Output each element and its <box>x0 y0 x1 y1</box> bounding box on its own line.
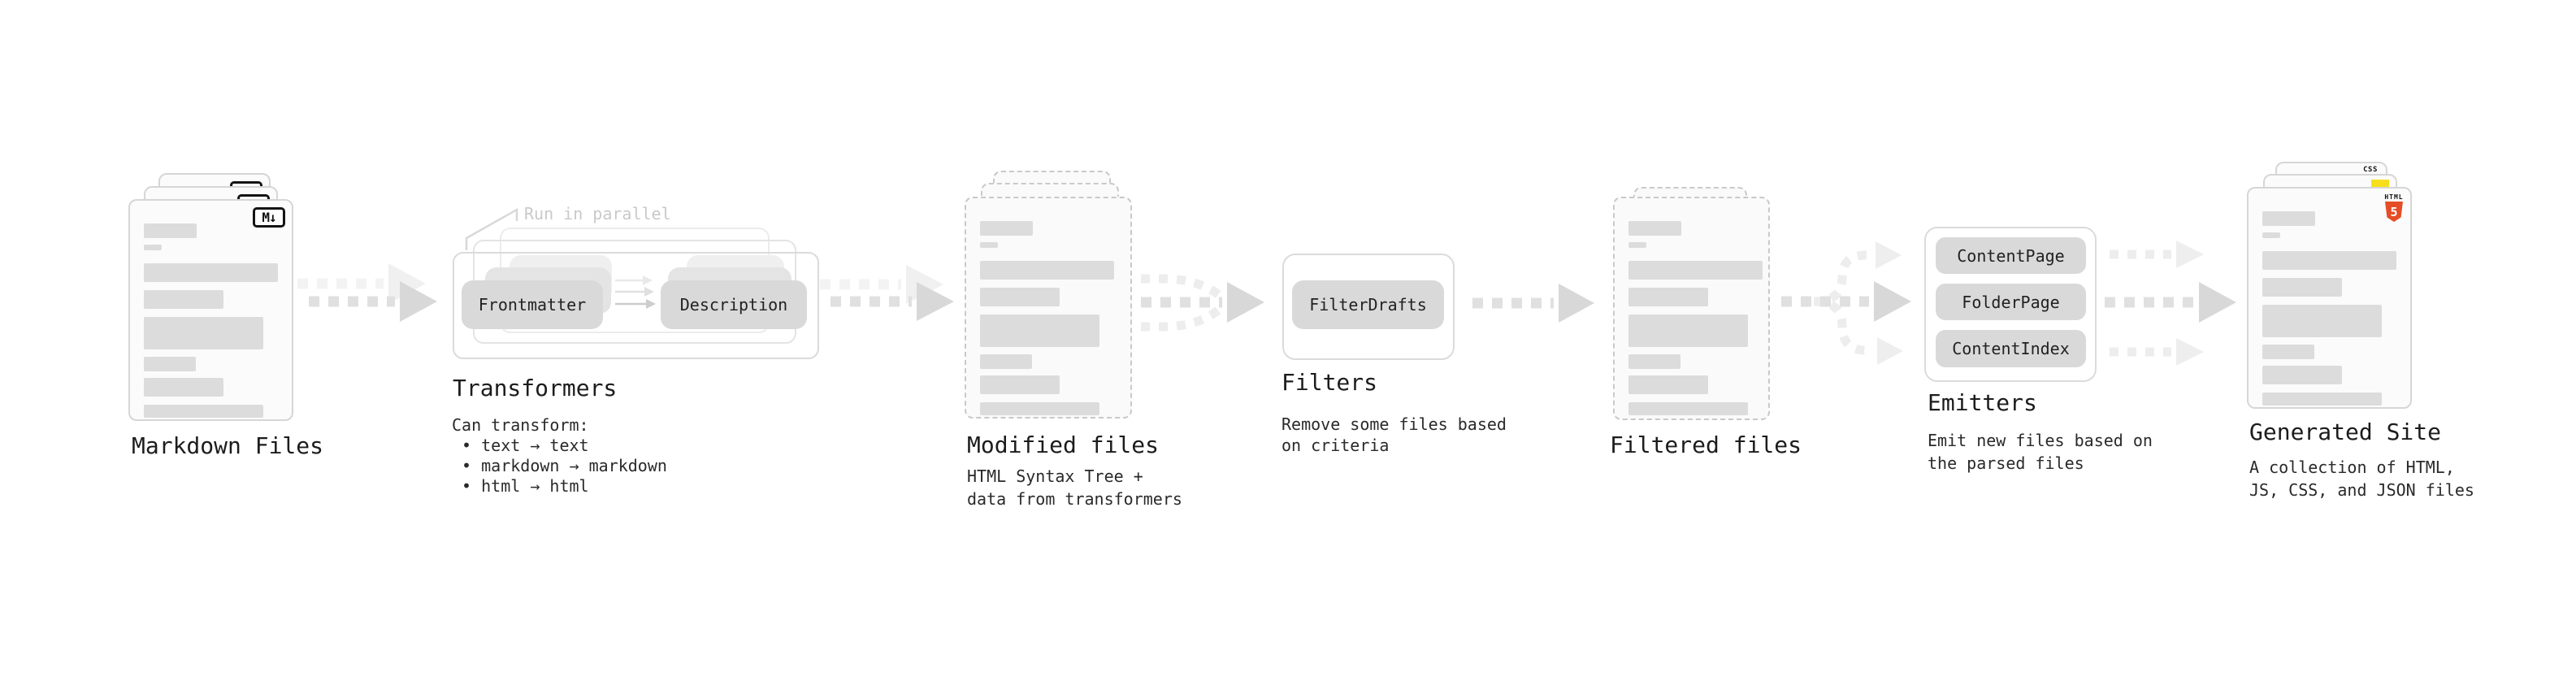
generated-doc-html: HTML 5 <box>2247 187 2412 409</box>
markdown-icon: M↓ <box>253 207 285 228</box>
markdown-doc-front: M↓ <box>128 199 293 421</box>
transformers-title: Transformers <box>453 375 618 401</box>
description-pill: Description <box>661 280 807 329</box>
folderpage-pill: FolderPage <box>1936 284 2086 320</box>
doc-line <box>2262 232 2280 238</box>
doc-line <box>144 223 197 238</box>
doc-line <box>980 314 1099 347</box>
doc-line <box>980 242 998 248</box>
doc-placeholder-lines <box>2262 211 2396 406</box>
html5-icon-label: HTML <box>2384 193 2404 201</box>
arrow-emitters-to-generated <box>2105 241 2236 366</box>
doc-line <box>1628 221 1681 236</box>
css-icon-label: CSS <box>2363 166 2378 174</box>
doc-line <box>144 245 162 250</box>
doc-placeholder-lines <box>1628 221 1763 415</box>
modified-doc-front <box>965 197 1132 419</box>
doc-line <box>2262 366 2342 384</box>
doc-line <box>144 290 223 309</box>
filtered-files-label: Filtered files <box>1610 432 1802 458</box>
doc-line <box>980 288 1060 306</box>
emitters-caption: Emit new files based on the parsed files <box>1928 431 2153 473</box>
doc-line <box>1628 314 1748 347</box>
arrow-modified-to-filters <box>1141 274 1264 332</box>
doc-line <box>2262 393 2382 406</box>
filters-caption: Remove some files based on criteria <box>1281 414 1507 455</box>
arrow-transformers-to-modified <box>820 265 954 321</box>
doc-line <box>144 405 263 418</box>
contentpage-pill: ContentPage <box>1936 237 2086 274</box>
arrow-filters-to-filtered <box>1472 284 1594 323</box>
doc-line <box>2262 251 2396 270</box>
doc-line <box>1628 375 1708 394</box>
modified-files-caption: HTML Syntax Tree + data from transformer… <box>967 466 1182 509</box>
doc-line <box>1628 261 1763 280</box>
transformers-caption: Can transform: • text → text • markdown … <box>452 415 667 496</box>
run-in-parallel-note: Run in parallel <box>524 204 671 223</box>
generated-site-caption: A collection of HTML, JS, CSS, and JSON … <box>2249 458 2474 500</box>
filterdrafts-pill: FilterDrafts <box>1292 280 1444 329</box>
doc-line <box>144 263 278 282</box>
generated-site-label: Generated Site <box>2249 419 2442 445</box>
arrow-markdown-to-transformers <box>297 263 437 322</box>
doc-line <box>980 261 1114 280</box>
frontmatter-pill: Frontmatter <box>462 280 603 329</box>
doc-line <box>2262 345 2314 359</box>
filters-title: Filters <box>1281 369 1378 396</box>
arrow-filtered-to-emitters <box>1781 241 1911 365</box>
transformers-frame-front <box>453 252 819 359</box>
doc-line <box>1628 242 1646 248</box>
doc-placeholder-lines <box>144 223 278 418</box>
doc-line <box>980 375 1060 394</box>
doc-line <box>144 317 263 349</box>
doc-line <box>980 221 1033 236</box>
doc-line <box>980 354 1032 369</box>
modified-files-label: Modified files <box>967 432 1160 458</box>
doc-line <box>144 357 196 371</box>
html5-icon-shield: 5 <box>2385 202 2403 222</box>
doc-line <box>980 402 1099 415</box>
filtered-doc-front <box>1613 197 1770 420</box>
doc-line <box>1628 402 1748 415</box>
html5-icon: HTML 5 <box>2384 193 2404 222</box>
contentindex-pill: ContentIndex <box>1936 330 2086 367</box>
doc-line <box>2262 305 2382 337</box>
doc-line <box>1628 288 1708 306</box>
emitters-title: Emitters <box>1928 389 2037 416</box>
doc-line <box>2262 211 2315 226</box>
doc-placeholder-lines <box>980 221 1114 415</box>
doc-line <box>2262 278 2342 297</box>
markdown-files-label: Markdown Files <box>132 432 324 459</box>
doc-line <box>1628 354 1680 369</box>
doc-line <box>144 378 223 397</box>
